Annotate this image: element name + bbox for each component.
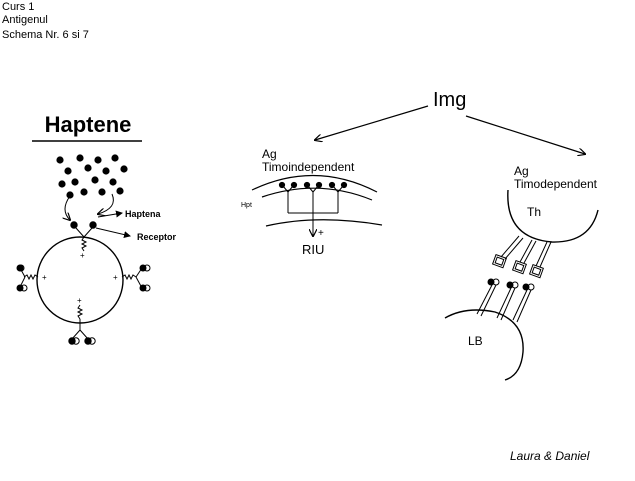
timoindependent-label: Timoindependent [262,160,355,174]
cell-membrane [36,236,124,324]
img-label: Img [433,89,466,111]
riu-label: RIU [302,242,324,257]
th-label: Th [527,205,541,219]
receptor-pointer [95,227,131,239]
hapten-dots [56,154,128,199]
arrow-to-timoindependent [315,105,429,140]
lb-label: LB [468,334,483,348]
receptor-top [70,221,97,252]
th-cell [507,189,599,243]
ag-label-right: Ag [514,164,529,178]
tcr-complex [491,235,552,279]
riu-plus: + [318,228,324,239]
binding-arrow-left [65,195,70,220]
timoindependent-panel: Ag Timoindependent Hpt + RIU [241,147,383,257]
haptene-panel: Haptene Haptena Receptor [16,112,177,345]
receptor-right [121,264,151,292]
topic-label: Antigenul [2,14,48,26]
bcr-complex [476,278,535,323]
binding-arrow-right [98,193,114,214]
schema-label: Schema Nr. 6 si 7 [2,29,89,41]
hpt-label: Hpt [241,202,252,209]
credit-label: Laura & Daniel [510,449,590,463]
haptene-title: Haptene [45,112,132,137]
timodependent-panel: Ag Timodependent Th [444,164,599,381]
receptor-array [278,181,348,216]
receptor-label: Receptor [137,232,177,242]
haptena-label: Haptena [125,209,162,219]
antigen-arc [251,174,378,193]
membrane-arc-bottom [265,219,383,227]
arrow-to-timodependent [465,115,585,154]
plus-right: + [113,273,118,282]
haptena-pointer [97,210,123,218]
ag-label-middle: Ag [262,147,277,161]
receptor-bottom [68,304,96,345]
plus-bottom: + [77,296,82,305]
lb-cell [444,309,524,381]
membrane-arc-top [261,187,373,201]
timodependent-label: Timodependent [514,177,598,191]
plus-left: + [42,273,47,282]
plus-top: + [80,251,85,260]
receptor-left [16,264,39,292]
course-label: Curs 1 [2,1,35,13]
